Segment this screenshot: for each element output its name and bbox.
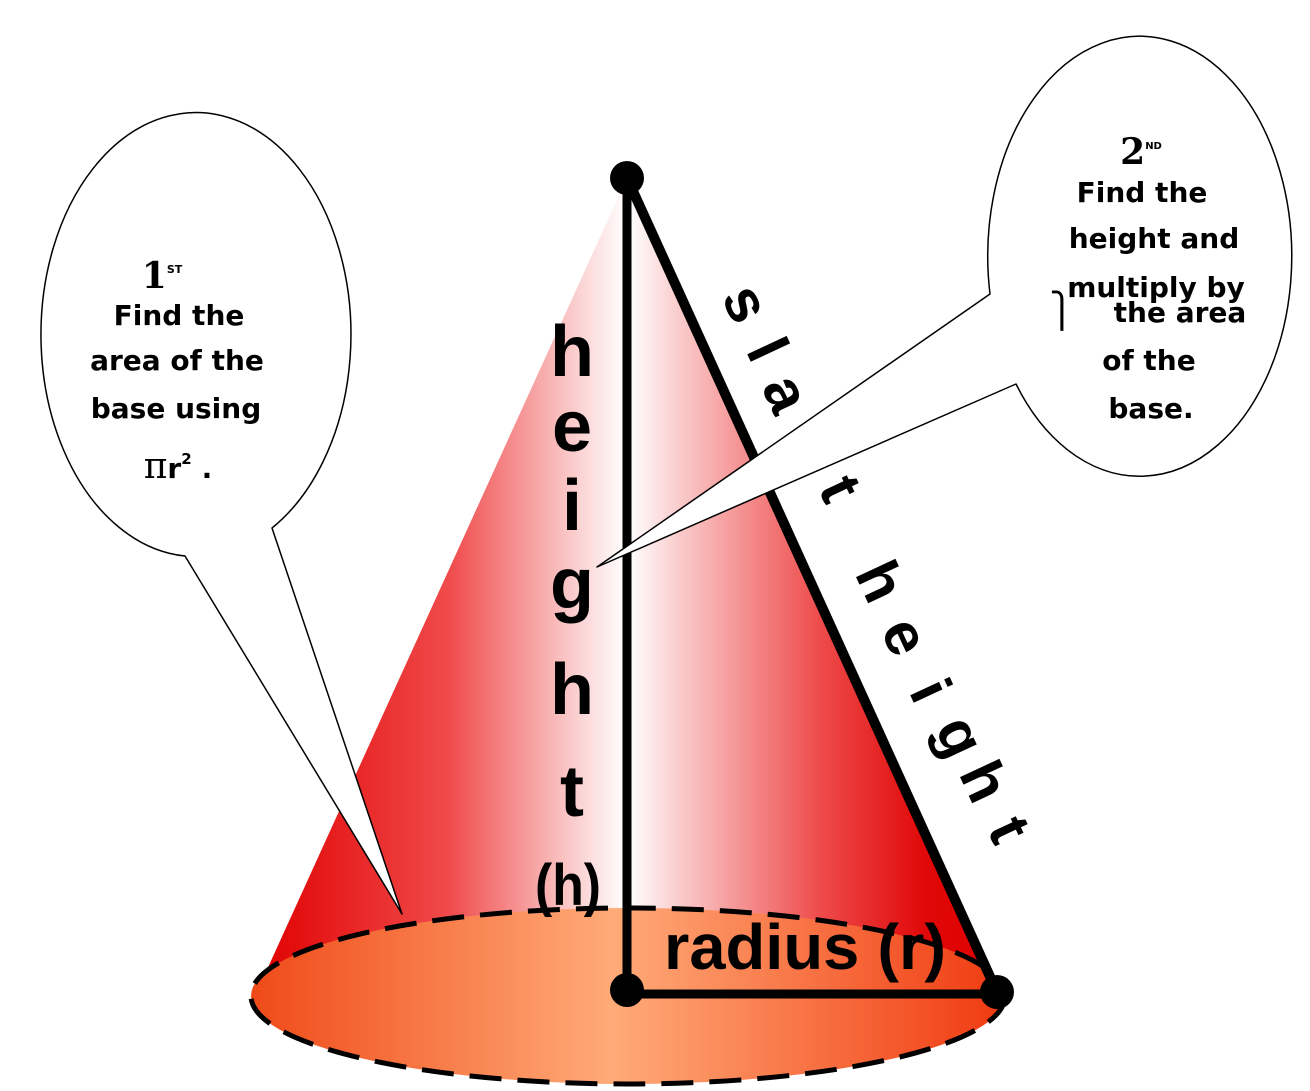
slant-letter: h [842, 551, 918, 613]
speech-bubble-first [40, 111, 403, 915]
height-letter: h [550, 312, 594, 392]
slant-edge [622, 175, 1002, 995]
height-letter: h [550, 650, 594, 730]
ordinal-number: 2 [1120, 131, 1145, 173]
height-symbol: (h) [535, 853, 601, 918]
bubble-second-line: height and [1069, 222, 1240, 255]
slant-letter: t [806, 465, 875, 511]
bubble-first-line: area of the [90, 344, 264, 377]
height-letter: i [562, 466, 582, 546]
bubble-second-ordinal: 2ND [1120, 131, 1162, 173]
height-letter: t [560, 752, 584, 832]
slant-letter: h [946, 751, 1022, 813]
ordinal-suffix: ST [167, 263, 183, 276]
height-letter: g [550, 544, 594, 624]
bubble-second-line: of the [1102, 344, 1195, 377]
bubble-second-line: base. [1108, 392, 1193, 425]
ordinal-suffix: ND [1145, 141, 1162, 152]
bubble-first-formula: πr2. [144, 446, 213, 487]
bubble-first-line: base using [91, 392, 262, 425]
slant-letter: i [897, 669, 965, 712]
slant-letter: g [922, 706, 998, 768]
speech-bubble-second [596, 35, 1293, 568]
bubble-first-text: 1ST Find the area of the base using πr2. [90, 255, 264, 487]
ordinal-number: 1 [142, 255, 167, 297]
height-letter: e [552, 387, 592, 467]
slant-letter: s [709, 274, 784, 333]
slant-letter: l [734, 328, 802, 371]
slant-letter: a [749, 364, 824, 423]
formula-end: . [202, 452, 213, 485]
base-edge-dot [980, 975, 1014, 1009]
radius-label: radius (r) [664, 911, 946, 983]
apex-dot [610, 161, 644, 195]
bubble-first-ordinal: 1ST [142, 255, 183, 297]
height-label: h e i g h t (h) [535, 312, 601, 918]
formula-exponent: 2 [181, 450, 191, 468]
bubble-second-line: multiply by [1067, 271, 1245, 304]
formula-r: r [167, 452, 181, 485]
bubble-second-line: the area [1114, 296, 1247, 329]
center-dot [610, 973, 644, 1007]
slant-letter: t [975, 806, 1044, 852]
bubble-second-line: Find the [1077, 176, 1208, 209]
bubble-second-glyph: ⎫ [1049, 290, 1075, 331]
slant-letter: e [868, 607, 943, 666]
bubble-first-line: Find the [114, 299, 245, 332]
bubble-second-text: 2ND Find the height and multiply by ⎫ th… [1049, 131, 1246, 425]
pi-symbol: π [144, 446, 168, 487]
